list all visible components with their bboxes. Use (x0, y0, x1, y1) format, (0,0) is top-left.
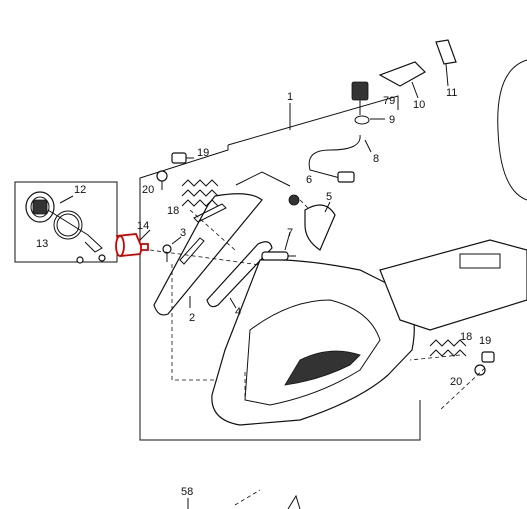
label-part-5: 5 (326, 191, 332, 203)
label-part-13: 13 (36, 238, 48, 250)
chassis-rail (379, 239, 527, 331)
fitting-79 (351, 81, 369, 115)
rear-handle-body (211, 259, 415, 426)
washer-20-top (156, 170, 168, 190)
washer-20-right (474, 364, 486, 376)
label-part-19-top: 19 (197, 147, 209, 159)
cap-retainer-strap (47, 209, 106, 264)
label-part-20-right: 20 (450, 376, 462, 388)
label-part-12: 12 (74, 184, 86, 196)
cap-o-ring (53, 210, 83, 240)
label-part-14: 14 (137, 220, 149, 232)
fuel-line-6 (235, 171, 291, 187)
screw-19-top (171, 152, 194, 164)
label-part-1: 1 (287, 91, 293, 103)
label-part-7: 7 (287, 227, 293, 239)
spring-18-right (429, 339, 467, 357)
label-part-2: 2 (189, 312, 195, 324)
rail-slot (459, 253, 501, 269)
label-part-18-right: 18 (460, 331, 472, 343)
hose-8-end (337, 171, 355, 183)
label-part-10: 10 (413, 99, 425, 111)
label-part-3: 3 (180, 227, 186, 239)
label-leaders (59, 63, 449, 309)
spring-18-top (181, 179, 219, 207)
label-part-4: 4 (235, 306, 241, 318)
screw-19-right (481, 351, 495, 363)
label-part-19-right: 19 (479, 335, 491, 347)
bottom-fragment (287, 494, 301, 509)
grommet-6 (288, 194, 300, 206)
assembly-frame (139, 95, 421, 441)
screw-3 (162, 244, 172, 262)
hose-8 (308, 134, 361, 179)
inset-box (14, 181, 118, 263)
tank-edge (497, 59, 527, 201)
fuel-filter-highlighted[interactable] (115, 233, 149, 257)
handle-grip (284, 350, 361, 386)
label-part-11: 11 (446, 87, 457, 99)
dashed-leaders (149, 199, 486, 411)
throttle-trigger-4 (206, 241, 273, 308)
label-part-79: 79 (383, 95, 395, 107)
part-7 (261, 251, 296, 261)
label-part-9: 9 (389, 114, 395, 126)
bottom-dash (234, 489, 261, 506)
tube-11 (435, 39, 457, 65)
handle-window (244, 299, 381, 406)
handle-cover-2-slot (179, 203, 227, 265)
tube-10 (378, 61, 426, 87)
handle-cover-2 (153, 193, 263, 316)
label-part-58: 58 (181, 486, 193, 498)
label-part-6: 6 (306, 174, 312, 186)
label-part-8: 8 (373, 153, 379, 165)
label-part-20-top: 20 (142, 184, 154, 196)
part-5 (304, 204, 336, 251)
o-ring-9 (354, 115, 370, 125)
fuel-cap (25, 191, 55, 223)
label-part-18-top: 18 (167, 205, 179, 217)
